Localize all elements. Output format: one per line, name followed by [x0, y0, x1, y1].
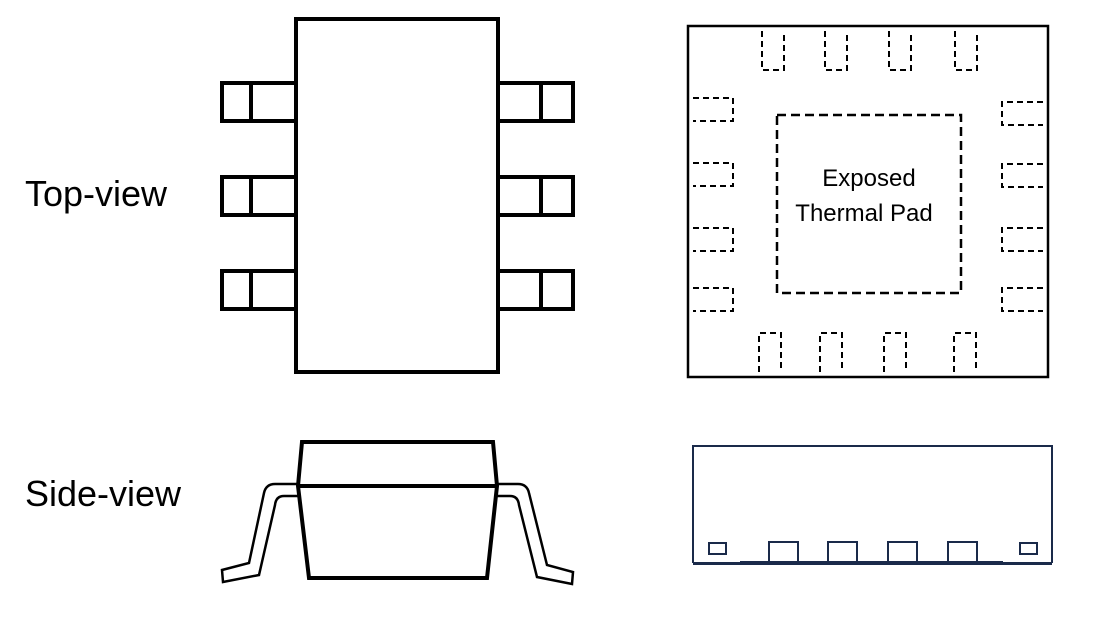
qfn-top-pad [824, 31, 848, 71]
qfn-right-pad [1001, 227, 1043, 252]
sot-side-body [295, 440, 500, 580]
exposed-thermal-pad [775, 113, 963, 295]
sot-top-view [220, 17, 575, 374]
qfn-left-pad [693, 97, 734, 122]
thermal-pad-label-line2: Thermal Pad [795, 200, 932, 227]
thermal-pad-label-line1: Exposed [822, 165, 915, 192]
qfn-top-pad [761, 31, 785, 71]
qfn-bottom-pad [883, 332, 907, 372]
qfn-side-lead [887, 541, 918, 565]
qfn-side-view [692, 445, 1053, 565]
sot-right-lead-1 [496, 81, 575, 123]
qfn-bottom-pad [758, 332, 782, 372]
qfn-side-body [692, 445, 1053, 563]
qfn-top-pad [888, 31, 912, 71]
qfn-left-pad [693, 287, 734, 312]
sot-left-lead-2 [220, 175, 298, 217]
qfn-side-corner-pad [708, 542, 727, 555]
qfn-side-corner-pad [1019, 542, 1038, 555]
sot-body [294, 17, 500, 374]
sot-side-right-lead [497, 482, 575, 586]
qfn-left-pad [693, 162, 734, 187]
qfn-side-base-inner [740, 561, 1003, 565]
qfn-right-pad [1001, 101, 1043, 126]
sot-left-lead-3 [220, 269, 298, 311]
qfn-top-view: Exposed Thermal Pad [686, 24, 1050, 379]
side-view-label: Side-view [25, 473, 182, 514]
qfn-side-lead [947, 541, 978, 565]
qfn-side-lead [768, 541, 799, 565]
sot-side-left-lead [220, 482, 298, 584]
qfn-top-pad [954, 31, 978, 71]
qfn-side-lead [827, 541, 858, 565]
qfn-bottom-pad [819, 332, 843, 372]
sot-left-lead-1 [220, 81, 298, 123]
qfn-body [686, 24, 1050, 379]
qfn-right-pad [1001, 287, 1043, 312]
sot-right-lead-2 [496, 175, 575, 217]
sot-right-lead-3 [496, 269, 575, 311]
qfn-right-pad [1001, 163, 1043, 188]
sot-side-view [220, 440, 575, 586]
qfn-bottom-pad [953, 332, 977, 372]
top-view-label: Top-view [25, 173, 168, 214]
qfn-left-pad [693, 227, 734, 252]
